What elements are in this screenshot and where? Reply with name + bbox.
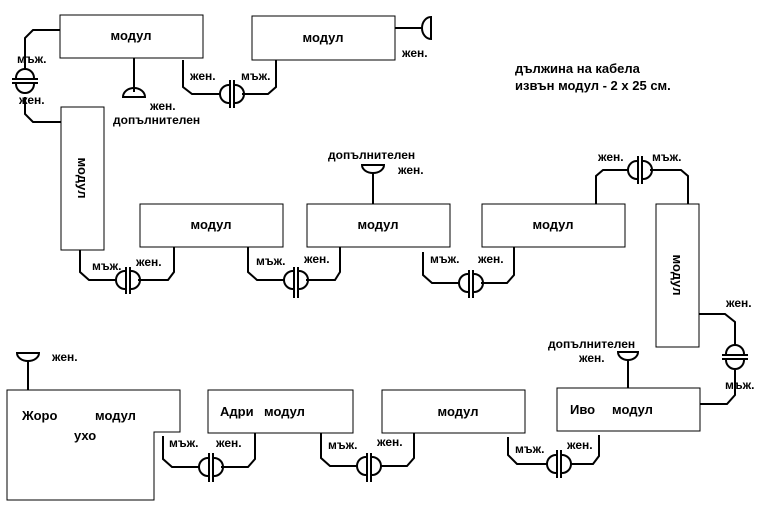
connector-horizontal-2	[115, 267, 141, 294]
module-label-9: модул	[438, 404, 479, 419]
label-female-extra-2: жен.	[401, 46, 428, 60]
module-label-5: модул	[358, 217, 399, 232]
module-label-3: модул	[75, 158, 90, 199]
label-female-6: жен.	[597, 150, 624, 164]
module-label-adri: модул	[264, 404, 305, 419]
connector-vertical-1	[12, 68, 38, 94]
label-male-9: мъж.	[328, 438, 357, 452]
label-female-8: жен.	[566, 438, 593, 452]
module-box-1	[59, 14, 204, 59]
module-label-zhoro: модул	[95, 408, 136, 423]
cable-adri-m9	[320, 433, 415, 467]
label-female-1: жен.	[18, 93, 45, 107]
label-female-7: жен.	[725, 296, 752, 310]
label-female-5: жен.	[477, 252, 504, 266]
label-female-9: жен.	[376, 435, 403, 449]
module-label-6: модул	[533, 217, 574, 232]
label-male-10: мъж.	[169, 436, 198, 450]
female-socket-icon-1	[121, 87, 147, 98]
module-label-4: модул	[191, 217, 232, 232]
module-box-adri	[207, 389, 354, 434]
cable-m7-ivo	[699, 313, 736, 405]
label-male-1: мъж.	[17, 52, 46, 66]
module-label-2: модул	[303, 30, 344, 45]
module-box-3-vertical	[60, 106, 105, 251]
cable-length-note-line2: извън модул - 2 х 25 см.	[515, 78, 671, 93]
female-socket-icon-3	[360, 164, 386, 174]
connector-horizontal-5	[627, 156, 653, 184]
female-socket-icon-5	[15, 352, 41, 362]
connector-horizontal-1	[219, 80, 245, 108]
label-female-4: жен.	[303, 252, 330, 266]
connector-horizontal-3	[283, 267, 309, 298]
cable-m6-m7	[595, 169, 689, 204]
module-box-7-vertical	[655, 203, 700, 348]
female-socket-icon-4	[616, 351, 640, 361]
module-box-6	[481, 203, 626, 248]
cable-zhoro-adri	[162, 433, 256, 468]
label-female-2: жен.	[189, 69, 216, 83]
module-label-1: модул	[111, 28, 152, 43]
module-label-7: модул	[670, 255, 685, 296]
cable-m1-m3	[24, 29, 61, 123]
label-male-3: мъж.	[92, 259, 121, 273]
label-female-extra-1: жен.	[149, 99, 176, 113]
cable-m4-m5	[247, 247, 341, 281]
module-box-9	[381, 389, 526, 434]
cable-m3-m4	[79, 247, 175, 281]
label-extra-1: допълнителен	[113, 113, 200, 127]
module-box-zhoro	[6, 389, 181, 501]
module-name-ivo: Иво	[570, 402, 595, 417]
connector-vertical-2	[722, 344, 748, 370]
connector-horizontal-8	[198, 453, 224, 482]
label-female-10: жен.	[215, 436, 242, 450]
module-box-2	[251, 15, 396, 61]
module-label-ivo: модул	[612, 402, 653, 417]
label-male-8: мъж.	[515, 442, 544, 456]
connector-horizontal-6	[546, 450, 572, 478]
module-box-4	[139, 203, 284, 248]
female-socket-icon-2	[421, 15, 432, 41]
label-extra-3: допълнителен	[548, 337, 635, 351]
label-female-extra-4: жен.	[578, 351, 605, 365]
module-name-adri: Адри	[220, 404, 254, 419]
label-female-3: жен.	[135, 255, 162, 269]
label-male-6: мъж.	[652, 150, 681, 164]
connector-horizontal-7	[356, 453, 382, 482]
cable-length-note-line1: дължина на кабела	[515, 61, 641, 76]
module-name-zhoro: Жоро	[21, 408, 57, 423]
module-box-ivo	[556, 387, 701, 432]
module-sub-zhoro: ухо	[74, 428, 96, 443]
label-extra-2: допълнителен	[328, 148, 415, 162]
label-male-7: мъж.	[725, 378, 754, 392]
label-male-2: мъж.	[241, 69, 270, 83]
cable-ivo-m9	[507, 435, 600, 465]
module-box-5	[306, 203, 451, 248]
label-male-4: мъж.	[256, 254, 285, 268]
label-female-extra-5: жен.	[51, 350, 78, 364]
label-female-extra-3: жен.	[397, 163, 424, 177]
label-male-5: мъж.	[430, 252, 459, 266]
connector-horizontal-4	[458, 270, 484, 298]
cable-m5-m6	[422, 247, 515, 284]
cable-m1-m2	[182, 60, 277, 95]
